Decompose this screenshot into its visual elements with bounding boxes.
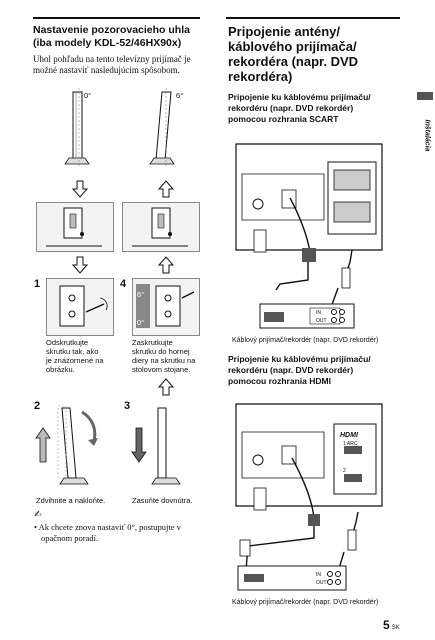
scart-heading-line1: Pripojenie ku káblovému prijímaču/ [228,92,371,102]
step-4-line2: skrutku do hornej [132,347,190,356]
scart-heading: Pripojenie ku káblovému prijímaču/ rekor… [228,92,371,125]
right-title-line2: káblového prijímača/ [228,39,357,54]
note-line2: opačnom poradí. [41,533,99,543]
note-line1: • Ak chcete znova nastaviť 0°, postupujt… [34,522,181,532]
arrow-up-icon [157,378,175,396]
left-intro-line2: možné nastaviť nasledujúcim spôsobom. [33,65,180,75]
hdmi-connection-diagram [235,403,383,591]
right-title-line1: Pripojenie antény/ [228,24,340,39]
step-2-number: 2 [34,400,41,412]
left-section-title: Nastavenie pozorovacieho uhla (iba model… [33,24,190,50]
page-language: SK [391,625,400,631]
arrow-down-icon [71,180,89,198]
bracket-illustration-left [46,207,102,247]
step-4-screw-illustration [136,284,195,328]
note-icon: ✍ [34,510,42,520]
side-tab-bar [417,92,433,100]
hdmi-in-label: IN [316,572,321,578]
step-4-inset-6: 6° [137,290,145,299]
step-4-line3: diery na skrutku na [132,356,196,365]
scart-out-label: OUT [316,318,327,324]
hdmi-port-2-label: 2 [343,468,346,474]
arrow-up-icon [157,180,175,198]
right-section-title: Pripojenie antény/ káblového prijímača/ … [228,24,358,84]
arrow-up-icon [157,256,175,274]
right-title-line4: rekordéra) [228,69,293,84]
step-1-number: 1 [34,278,41,290]
hdmi-logo: HDMI [340,432,358,439]
step-3-caption: Zasuňte dovnútra. [132,496,193,505]
left-top-rule [33,17,200,19]
arrow-down-icon [71,256,89,274]
hdmi-caption: Káblový prijímač/rekordér (napr. DVD rek… [232,599,379,606]
step-2-lift-tilt-illustration [35,405,98,485]
angle-6-label: 6° [176,91,184,100]
left-title-line2: (iba modely KDL-52/46HX90x) [33,37,182,49]
hdmi-heading-line1: Pripojenie ku káblovému prijímaču/ [228,354,371,364]
scart-connection-diagram [235,143,383,329]
step-1-line3: je znázornené na [46,356,104,365]
step-1-text: Odskrutkujte skrutku tak, ako je znázorn… [46,338,104,374]
tv-side-view-6deg [149,88,175,166]
left-intro: Uhol pohľadu na tento televízny prijímač… [33,54,191,76]
step-3-number: 3 [124,400,131,412]
hdmi-heading: Pripojenie ku káblovému prijímaču/ rekor… [228,354,371,387]
page-number-value: 5 [383,618,390,632]
step-1-line4: obrázku. [46,365,75,374]
step-4-line1: Zaskrutkujte [132,338,173,347]
scart-heading-line3: pomocou rozhrania SCART [228,114,339,124]
right-title-line3: rekordéra (napr. DVD [228,54,359,69]
right-top-rule [226,17,400,19]
step-1-screw-illustration [59,285,108,327]
note-text: • Ak chcete znova nastaviť 0°, postupujt… [34,522,181,544]
side-tab-label: Inštalácia [423,119,431,152]
hdmi-heading-line2: rekordéru (napr. DVD rekordér) [228,365,354,375]
bracket-illustration-right [132,207,188,247]
scart-heading-line2: rekordéru (napr. DVD rekordér) [228,103,354,113]
step-2-caption: Zdvihnite a nakloňte. [36,496,106,505]
hdmi-heading-line3: pomocou rozhrania HDMI [228,376,331,386]
step-4-text: Zaskrutkujte skrutku do hornej diery na … [132,338,195,374]
step-4-inset-0: 0° [137,318,145,327]
step-4-number: 4 [120,278,127,290]
hdmi-out-label: OUT [316,580,327,586]
step-1-line1: Odskrutkujte [46,338,89,347]
scart-in-label: IN [316,310,321,316]
left-title-line1: Nastavenie pozorovacieho uhla [33,24,190,36]
hdmi-arc-label: 1 ARC [343,441,358,447]
left-intro-line1: Uhol pohľadu na tento televízny prijímač… [33,54,191,64]
angle-0-label: 0° [84,91,92,100]
step-4-line4: stolovom stojane. [132,365,191,374]
step-3-push-in-illustration [131,407,181,485]
scart-caption: Káblový prijímač/rekordér (napr. DVD rek… [232,337,379,344]
step-1-line2: skrutku tak, ako [46,347,99,356]
tv-side-view-0deg [64,88,90,166]
